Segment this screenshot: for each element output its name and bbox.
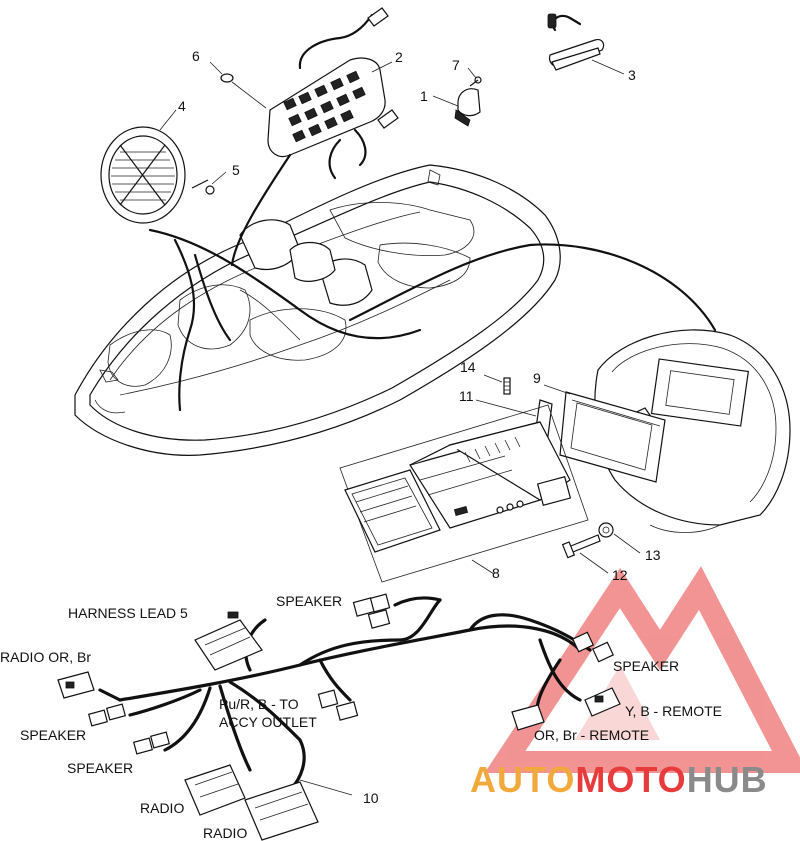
remote-yb-connector [584, 687, 621, 717]
label-remote-orbr: OR, Br - REMOTE [534, 727, 649, 743]
watermark-moto: MOTO [575, 759, 686, 800]
courtesy-light [547, 13, 605, 71]
screw [191, 179, 215, 195]
callout-11: 11 [459, 388, 474, 404]
label-speaker-right: SPEAKER [613, 658, 679, 674]
radio-or-br-connector [57, 671, 95, 699]
clamp [454, 88, 481, 127]
label-speaker-top: SPEAKER [276, 593, 342, 609]
leader-lines [159, 59, 641, 796]
callout-10: 10 [363, 790, 379, 806]
svg-text:AUTOMOTOHUB: AUTOMOTOHUB [470, 759, 768, 800]
trim-ring [559, 391, 666, 483]
label-accy-line1: Pu/R, B - TO [219, 696, 299, 712]
callout-12: 12 [612, 567, 628, 583]
watermark-hub: HUB [687, 759, 768, 800]
callout-3: 3 [628, 67, 636, 83]
label-radio-or-br: RADIO OR, Br [0, 649, 91, 665]
callout-1: 1 [420, 88, 428, 104]
washer [220, 73, 267, 109]
label-remote-yb: Y, B - REMOTE [625, 703, 722, 719]
speaker-connector-right [571, 631, 615, 663]
harness-lead-connector [194, 611, 263, 671]
nut-13 [598, 522, 614, 538]
callout-7: 7 [452, 57, 460, 73]
callout-14: 14 [460, 359, 476, 375]
callout-5: 5 [232, 162, 240, 178]
radio-assembly [339, 404, 589, 583]
screw-14 [503, 377, 511, 395]
label-harness-lead: HARNESS LEAD 5 [68, 605, 188, 621]
label-radio-1: RADIO [140, 800, 184, 816]
watermark-text: AUTOMOTOHUB [470, 759, 768, 800]
callout-8: 8 [492, 565, 500, 581]
callout-13: 13 [645, 547, 661, 563]
label-radio-2: RADIO [203, 825, 247, 841]
remote-orbr-connector [511, 704, 545, 731]
harness-labels: HARNESS LEAD 5 SPEAKER RADIO OR, Br SPEA… [0, 593, 722, 841]
speaker-connector-left2 [132, 731, 171, 755]
callout-4: 4 [178, 98, 186, 114]
switch-panel [267, 7, 399, 180]
speaker-connector-top [352, 593, 391, 629]
callout-2: 2 [395, 49, 403, 65]
bolt-12 [561, 534, 601, 559]
label-accy-line2: ACCY OUTLET [219, 714, 317, 730]
boat-hull [74, 164, 561, 456]
speaker-grille [100, 126, 186, 224]
radio-connector-2 [244, 781, 319, 841]
callout-numbers: 1 2 3 4 5 6 7 8 9 10 11 12 13 14 [178, 48, 661, 806]
speaker-connector-left1 [87, 703, 127, 727]
label-speaker-left1: SPEAKER [20, 727, 86, 743]
routing-lines [148, 153, 717, 412]
screw-small [469, 76, 482, 87]
watermark-auto: AUTO [470, 759, 575, 800]
radio-connector-1 [184, 764, 246, 816]
callout-6: 6 [192, 48, 200, 64]
label-speaker-left2: SPEAKER [67, 760, 133, 776]
accy-outlet-connector [317, 689, 359, 721]
callout-9: 9 [533, 370, 541, 386]
